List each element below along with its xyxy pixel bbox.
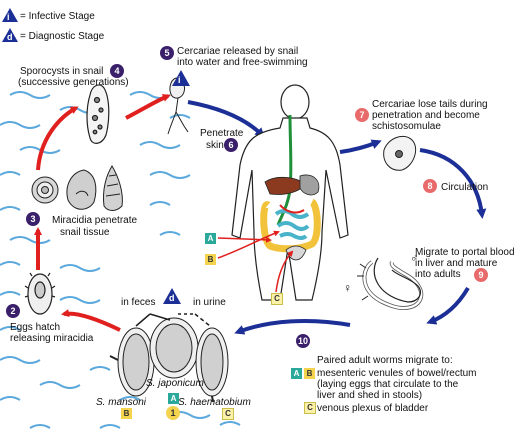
arrow-snail-to-sporocyst bbox=[36, 106, 79, 171]
step4-label-line1: Sporocysts in snail bbox=[20, 66, 104, 77]
small-intestine bbox=[274, 209, 310, 240]
infective-marker-legend bbox=[2, 8, 18, 22]
diagnostic-symbol: d bbox=[7, 32, 13, 42]
egg-s-mansoni bbox=[109, 327, 155, 397]
arrow-tag-B bbox=[217, 230, 280, 259]
step-1-badge: 1 bbox=[166, 406, 180, 420]
schistosomulum bbox=[383, 135, 417, 171]
step-8-badge: 8 bbox=[423, 179, 437, 193]
female-symbol: ♀ bbox=[343, 281, 352, 295]
egg-s-haematobium bbox=[195, 327, 229, 403]
step9-label-line1: Migrate to portal blood bbox=[415, 247, 515, 258]
step6-label-line2: skin bbox=[206, 140, 224, 151]
step2-label-line2: releasing miracidia bbox=[10, 333, 94, 344]
tag-A-egg: A bbox=[168, 393, 179, 404]
snail-bulinus bbox=[103, 165, 123, 211]
tag-A-step10: A bbox=[291, 368, 302, 379]
arrow-human-to-schistosomula bbox=[339, 139, 382, 154]
male-symbol: ♂ bbox=[410, 251, 419, 265]
step9-label-line2: in liver and mature bbox=[415, 258, 498, 269]
step-10-badge: 10 bbox=[296, 334, 310, 348]
tag-C-body: C bbox=[271, 293, 283, 305]
step-2-badge: 2 bbox=[6, 304, 20, 318]
step-9-badge: 9 bbox=[474, 268, 488, 282]
step10-label-line3: (laying eggs that circulate to the bbox=[317, 379, 459, 390]
infective-symbol: i bbox=[7, 12, 10, 22]
step-5-badge: 5 bbox=[160, 46, 174, 60]
step-6-badge: 6 bbox=[224, 138, 238, 152]
step4-label-line2: (successive generations) bbox=[18, 77, 129, 88]
step3-label-line2: snail tissue bbox=[60, 227, 110, 238]
s-japonicum-label: S. japonicum bbox=[146, 378, 204, 389]
in-urine-label: in urine bbox=[193, 297, 226, 308]
arrow-sporocyst-to-cercaria bbox=[125, 94, 171, 120]
step9-label-line3: into adults bbox=[415, 269, 461, 280]
step10-label-line2: mesenteric venules of bowel/rectum bbox=[317, 368, 477, 379]
eggs-diagnostic-symbol: d bbox=[169, 293, 175, 303]
s-mansoni-label: S. mansoni bbox=[96, 397, 147, 408]
step7-label-line1: Cercariae lose tails during bbox=[372, 99, 488, 110]
tag-C-step10: C bbox=[304, 402, 316, 414]
step5-label-line2: into water and free-swimming bbox=[177, 57, 308, 68]
diagnostic-marker-eggs bbox=[163, 288, 181, 304]
cercaria bbox=[167, 77, 189, 135]
adult-worms bbox=[357, 257, 424, 310]
step3-label-line1: Miracidia penetrate bbox=[52, 215, 138, 226]
arrow-tag-C bbox=[275, 250, 294, 293]
in-feces-label: in feces bbox=[121, 297, 156, 308]
step10-label-line4: liver and shed in stools) bbox=[317, 390, 423, 401]
arrow-portal-to-adults bbox=[426, 286, 470, 325]
step5-label-line1: Cercariae released by snail bbox=[177, 46, 299, 57]
arrow-schistosomula-to-circulation bbox=[419, 148, 487, 219]
arrow-eggs-to-miracidium bbox=[61, 309, 121, 332]
legend-infective-label: = Infective Stage bbox=[20, 11, 95, 22]
step2-label-line1: Eggs hatch bbox=[10, 322, 61, 333]
cercaria-infective-symbol: i bbox=[178, 75, 181, 85]
tag-C-egg: C bbox=[222, 408, 234, 420]
sporocyst bbox=[86, 84, 110, 144]
step8-label: Circulation bbox=[441, 182, 489, 193]
miracidium bbox=[24, 272, 56, 315]
step-3-badge: 3 bbox=[26, 212, 40, 226]
legend-diagnostic-label: = Diagnostic Stage bbox=[20, 31, 105, 42]
diagnostic-marker-legend bbox=[2, 28, 18, 42]
egg-s-japonicum bbox=[149, 317, 199, 379]
excretion-lines bbox=[135, 313, 211, 327]
water-waves bbox=[0, 91, 241, 429]
tag-B-egg: B bbox=[121, 408, 132, 419]
tag-A-body: A bbox=[205, 233, 216, 244]
infective-marker-cercaria bbox=[172, 70, 190, 86]
step-7-badge: 7 bbox=[355, 108, 369, 122]
vessel-red bbox=[279, 204, 305, 214]
step7-label-line2: penetration and become bbox=[372, 110, 480, 121]
tag-B-step10: B bbox=[304, 368, 315, 379]
step-4-badge: 4 bbox=[110, 64, 124, 78]
step10-label-line5: venous plexus of bladder bbox=[317, 403, 429, 414]
s-haematobium-label: S. haematobium bbox=[178, 397, 251, 408]
arrow-cercaria-to-human bbox=[187, 100, 265, 138]
snail-oncomelania bbox=[66, 169, 97, 210]
step6-label-line1: Penetrate bbox=[200, 128, 244, 139]
human-body bbox=[231, 84, 349, 301]
step7-label-line3: schistosomulae bbox=[372, 121, 441, 132]
stomach bbox=[299, 174, 320, 196]
step10-label-line1: Paired adult worms migrate to: bbox=[317, 355, 453, 366]
tag-B-body: B bbox=[205, 254, 216, 265]
arrow-adults-to-eggs bbox=[234, 318, 351, 335]
snail-planorbid bbox=[31, 176, 59, 204]
